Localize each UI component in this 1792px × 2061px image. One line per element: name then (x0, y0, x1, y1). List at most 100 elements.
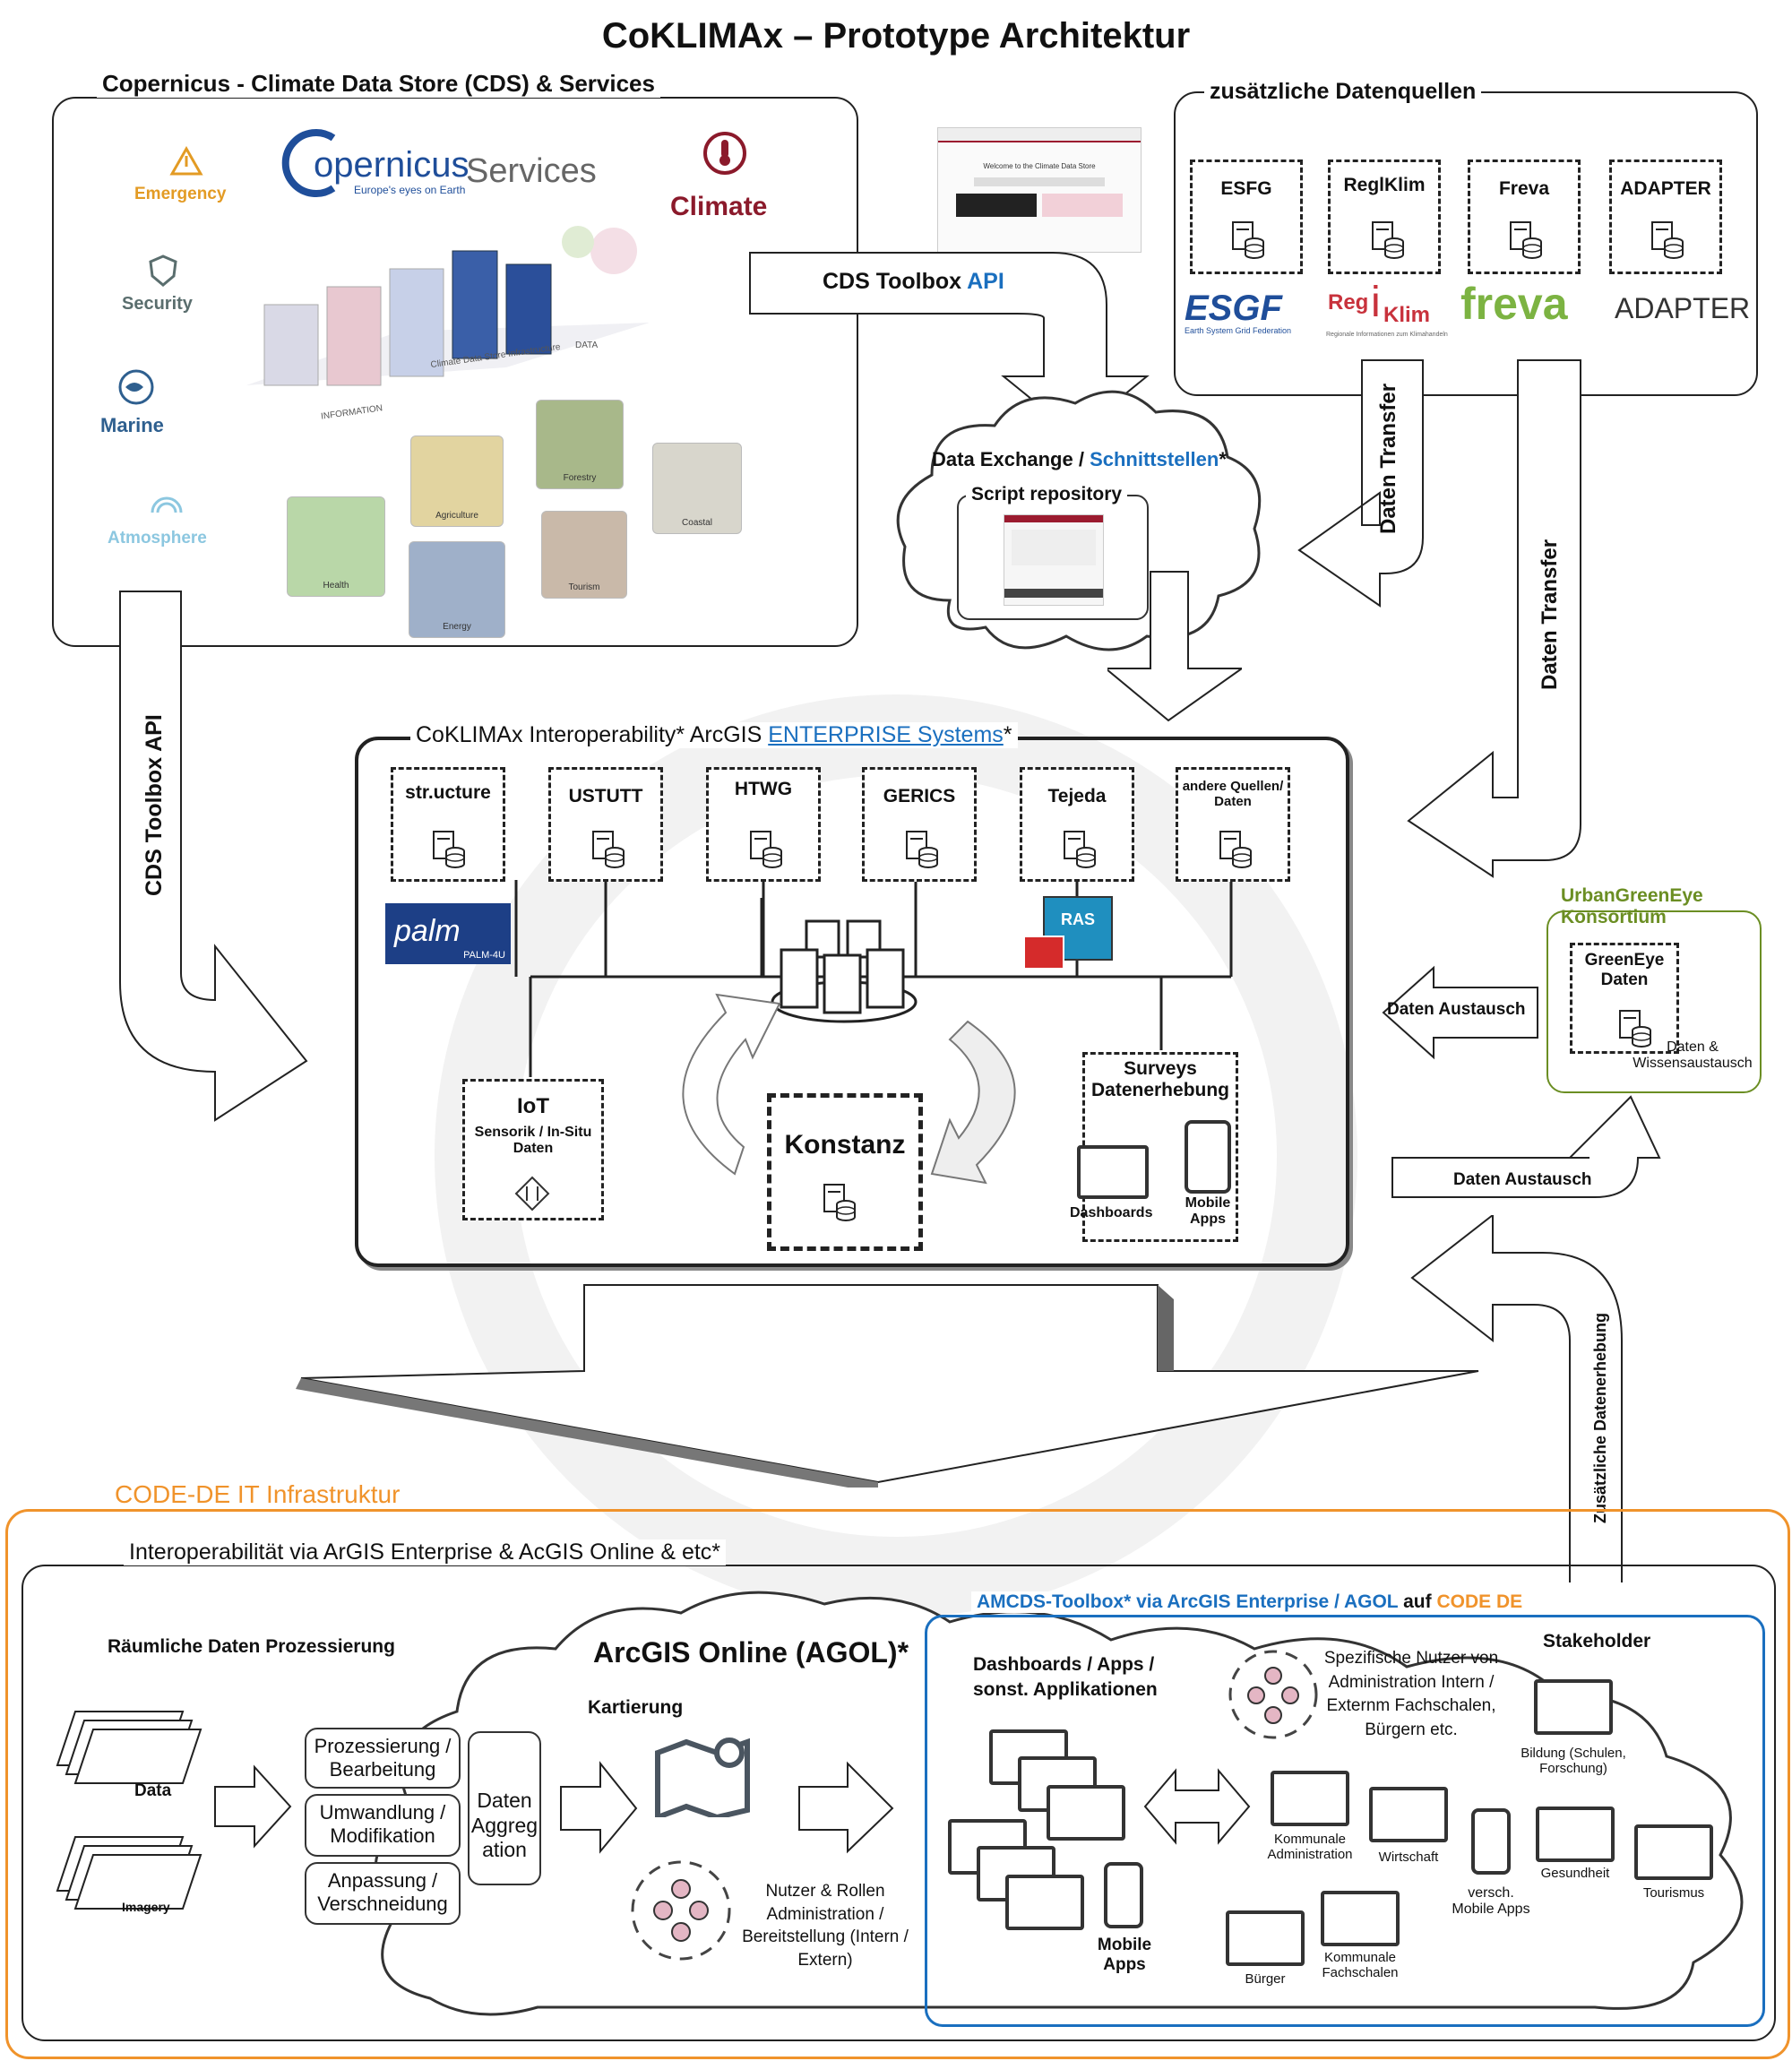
climate-thermometer-icon (703, 132, 746, 175)
emergency-icon (169, 145, 203, 176)
stakeholder-title: Stakeholder (1543, 1631, 1651, 1651)
thumbnail-agriculture: Agriculture (410, 435, 504, 527)
cloud-to-coklimax-arrow (1107, 571, 1242, 722)
adapter-logo: ADAPTER (1615, 292, 1751, 324)
palm-logo: palm PALM-4U (385, 903, 511, 964)
regklim-logo-a: Reg (1328, 290, 1369, 315)
step-anpassung: Anpassung / Verschneidung (305, 1862, 461, 1925)
copernicus-logo-icon (281, 129, 336, 197)
bidirectional-arrow (1143, 1768, 1251, 1845)
copernicus-tagline: Europe's eyes on Earth (354, 184, 466, 196)
thumbnail-tourism: Tourism (541, 511, 627, 599)
amcds-legend: AMCDS-Toolbox* via ArcGIS Enterprise / A… (971, 1591, 1529, 1613)
sensor-icon (514, 1176, 550, 1212)
service-marine: Marine (100, 414, 164, 436)
stakeholder-mobile-apps-label: versch. Mobile Apps (1452, 1885, 1530, 1917)
daten-austausch-label-1: Daten Austausch (1387, 1000, 1526, 1019)
thumbnail-forestry: Forestry (536, 400, 624, 489)
stakeholder-wirtschaft-label: Wirtschaft (1378, 1850, 1439, 1865)
copernicus-logo-text: opernicus (314, 145, 470, 185)
daten-transfer-arrow-2 (1407, 359, 1581, 878)
zusaetzliche-datenerhebung-arrow (1410, 1215, 1623, 1582)
specific-users-icon (1228, 1650, 1318, 1739)
raeumliche-daten-label: Räumliche Daten Prozessierung (108, 1636, 395, 1657)
codede-box (5, 1509, 1790, 2059)
thumbnail-health: Health (287, 496, 385, 597)
database-icon (750, 831, 782, 868)
database-icon (1064, 831, 1096, 868)
agol-title: ArcGIS Online (AGOL)* (593, 1636, 909, 1669)
regklim-logo-i: i (1371, 279, 1381, 326)
cds-toolbox-api-label: CDS Toolbox API (823, 269, 1004, 294)
zusaetzliche-datenquellen-legend: zusätzliche Datenquellen (1204, 79, 1482, 105)
stakeholder-mobile-apps-icon (1471, 1808, 1511, 1875)
database-icon (823, 1184, 856, 1221)
imagery-label: Imagery (122, 1900, 170, 1914)
daten-aggregation-box: Daten Aggreg ation (468, 1731, 541, 1885)
database-icon (906, 831, 938, 868)
security-shield-icon (149, 254, 177, 287)
mobile-app-icon (1185, 1120, 1231, 1194)
database-icon (1219, 831, 1252, 868)
cds-toolbox-api-arrow-top (749, 252, 1150, 436)
interoperability-legend: Interoperabilität via ArGIS Enterprise &… (124, 1539, 727, 1565)
stakeholder-buerger-label: Bürger (1245, 1971, 1286, 1987)
app-window-icon-6 (1005, 1875, 1084, 1930)
nutzer-rollen-label: Nutzer & Rollen Administration / Bereits… (742, 1882, 909, 1970)
circular-flow-arrows (682, 993, 1016, 1185)
stakeholder-gesundheit-icon (1536, 1807, 1615, 1862)
cds-toolbox-api-arrow-left (119, 591, 308, 1122)
source-reglklim: ReglKlim (1328, 160, 1441, 274)
dashboards-apps-label: Dashboards / Apps / sonst. Applikationen (973, 1654, 1158, 1701)
stakeholder-bildung-label: Bildung (Schulen, Forschung) (1521, 1746, 1626, 1776)
node-andere-quellen: andere Quellen/ Daten (1176, 767, 1290, 882)
database-icon (433, 831, 465, 868)
codede-legend: CODE-DE IT Infrastruktur (109, 1480, 406, 1509)
atmosphere-icon (151, 496, 183, 513)
cds-website-screenshot: Welcome to the Climate Data Store (937, 127, 1142, 253)
database-icon (1619, 1010, 1651, 1048)
spezifische-nutzer-label: Spezifische Nutzer von Administration In… (1323, 1649, 1499, 1739)
data-stack-icon (56, 1711, 202, 1910)
esgf-logo-sub: Earth System Grid Federation (1185, 326, 1292, 335)
stakeholder-tourismus-icon (1634, 1824, 1713, 1880)
interoperability-box (22, 1565, 1776, 2041)
stakeholder-tourismus-label: Tourismus (1642, 1885, 1705, 1901)
regklim-logo-sub: Regionale Informationen zum Klimahandeln (1326, 332, 1448, 338)
konstanz-box: Konstanz (767, 1093, 923, 1251)
kartierung-label: Kartierung (588, 1697, 684, 1718)
stakeholder-wirtschaft-icon (1369, 1787, 1448, 1842)
cds-screenshot-text: Welcome to the Climate Data Store (983, 162, 1096, 170)
dashboards-label: Dashboards (1070, 1205, 1153, 1220)
service-emergency: Emergency (134, 185, 227, 203)
thumbnail-coastal: Coastal (652, 443, 742, 534)
arrow-to-amcds (798, 1761, 894, 1854)
marine-fish-icon (118, 369, 154, 405)
coklimax-legend: CoKLIMAx Interoperability* ArcGIS ENTERP… (410, 722, 1018, 748)
daten-austausch-arrow-right (1391, 1095, 1661, 1198)
freva-logo: freva (1460, 279, 1568, 329)
users-roles-icon (631, 1860, 731, 1961)
copernicus-legend: Copernicus - Climate Data Store (CDS) & … (97, 70, 660, 98)
urbangreeneye-sub: Daten & Wissensaustausch (1633, 1039, 1753, 1071)
amcds-box (925, 1615, 1765, 2027)
node-structure: str.ucture (391, 767, 505, 882)
urbangreeneye-box (1546, 910, 1762, 1093)
stakeholder-bildung-icon (1534, 1679, 1613, 1735)
arrow-to-kartierung (560, 1761, 638, 1854)
stakeholder-kommunale-administration-icon (1271, 1771, 1349, 1826)
arrow-to-processing (214, 1764, 292, 1849)
visual-label-data: DATA (575, 341, 599, 350)
app-window-icon-3 (1047, 1785, 1125, 1841)
mobile-app-icon-amcds (1104, 1862, 1143, 1928)
page-title: CoKLIMAx – Prototype Architektur (601, 16, 1191, 56)
node-tejeda: Tejeda (1020, 767, 1134, 882)
data-exchange-label: Data Exchange / Schnittstellen* (932, 448, 1227, 470)
database-icon (1651, 221, 1684, 259)
dashboard-icon (1077, 1145, 1149, 1199)
stakeholder-kommunale-fachschalen-label: Kommunale Fachschalen (1322, 1950, 1399, 1980)
mobile-apps-label: Mobile Apps (1185, 1195, 1231, 1227)
copernicus-box (52, 97, 858, 647)
service-atmosphere: Atmosphere (108, 529, 207, 548)
surveys-box: Surveys Datenerhebung (1082, 1052, 1238, 1242)
